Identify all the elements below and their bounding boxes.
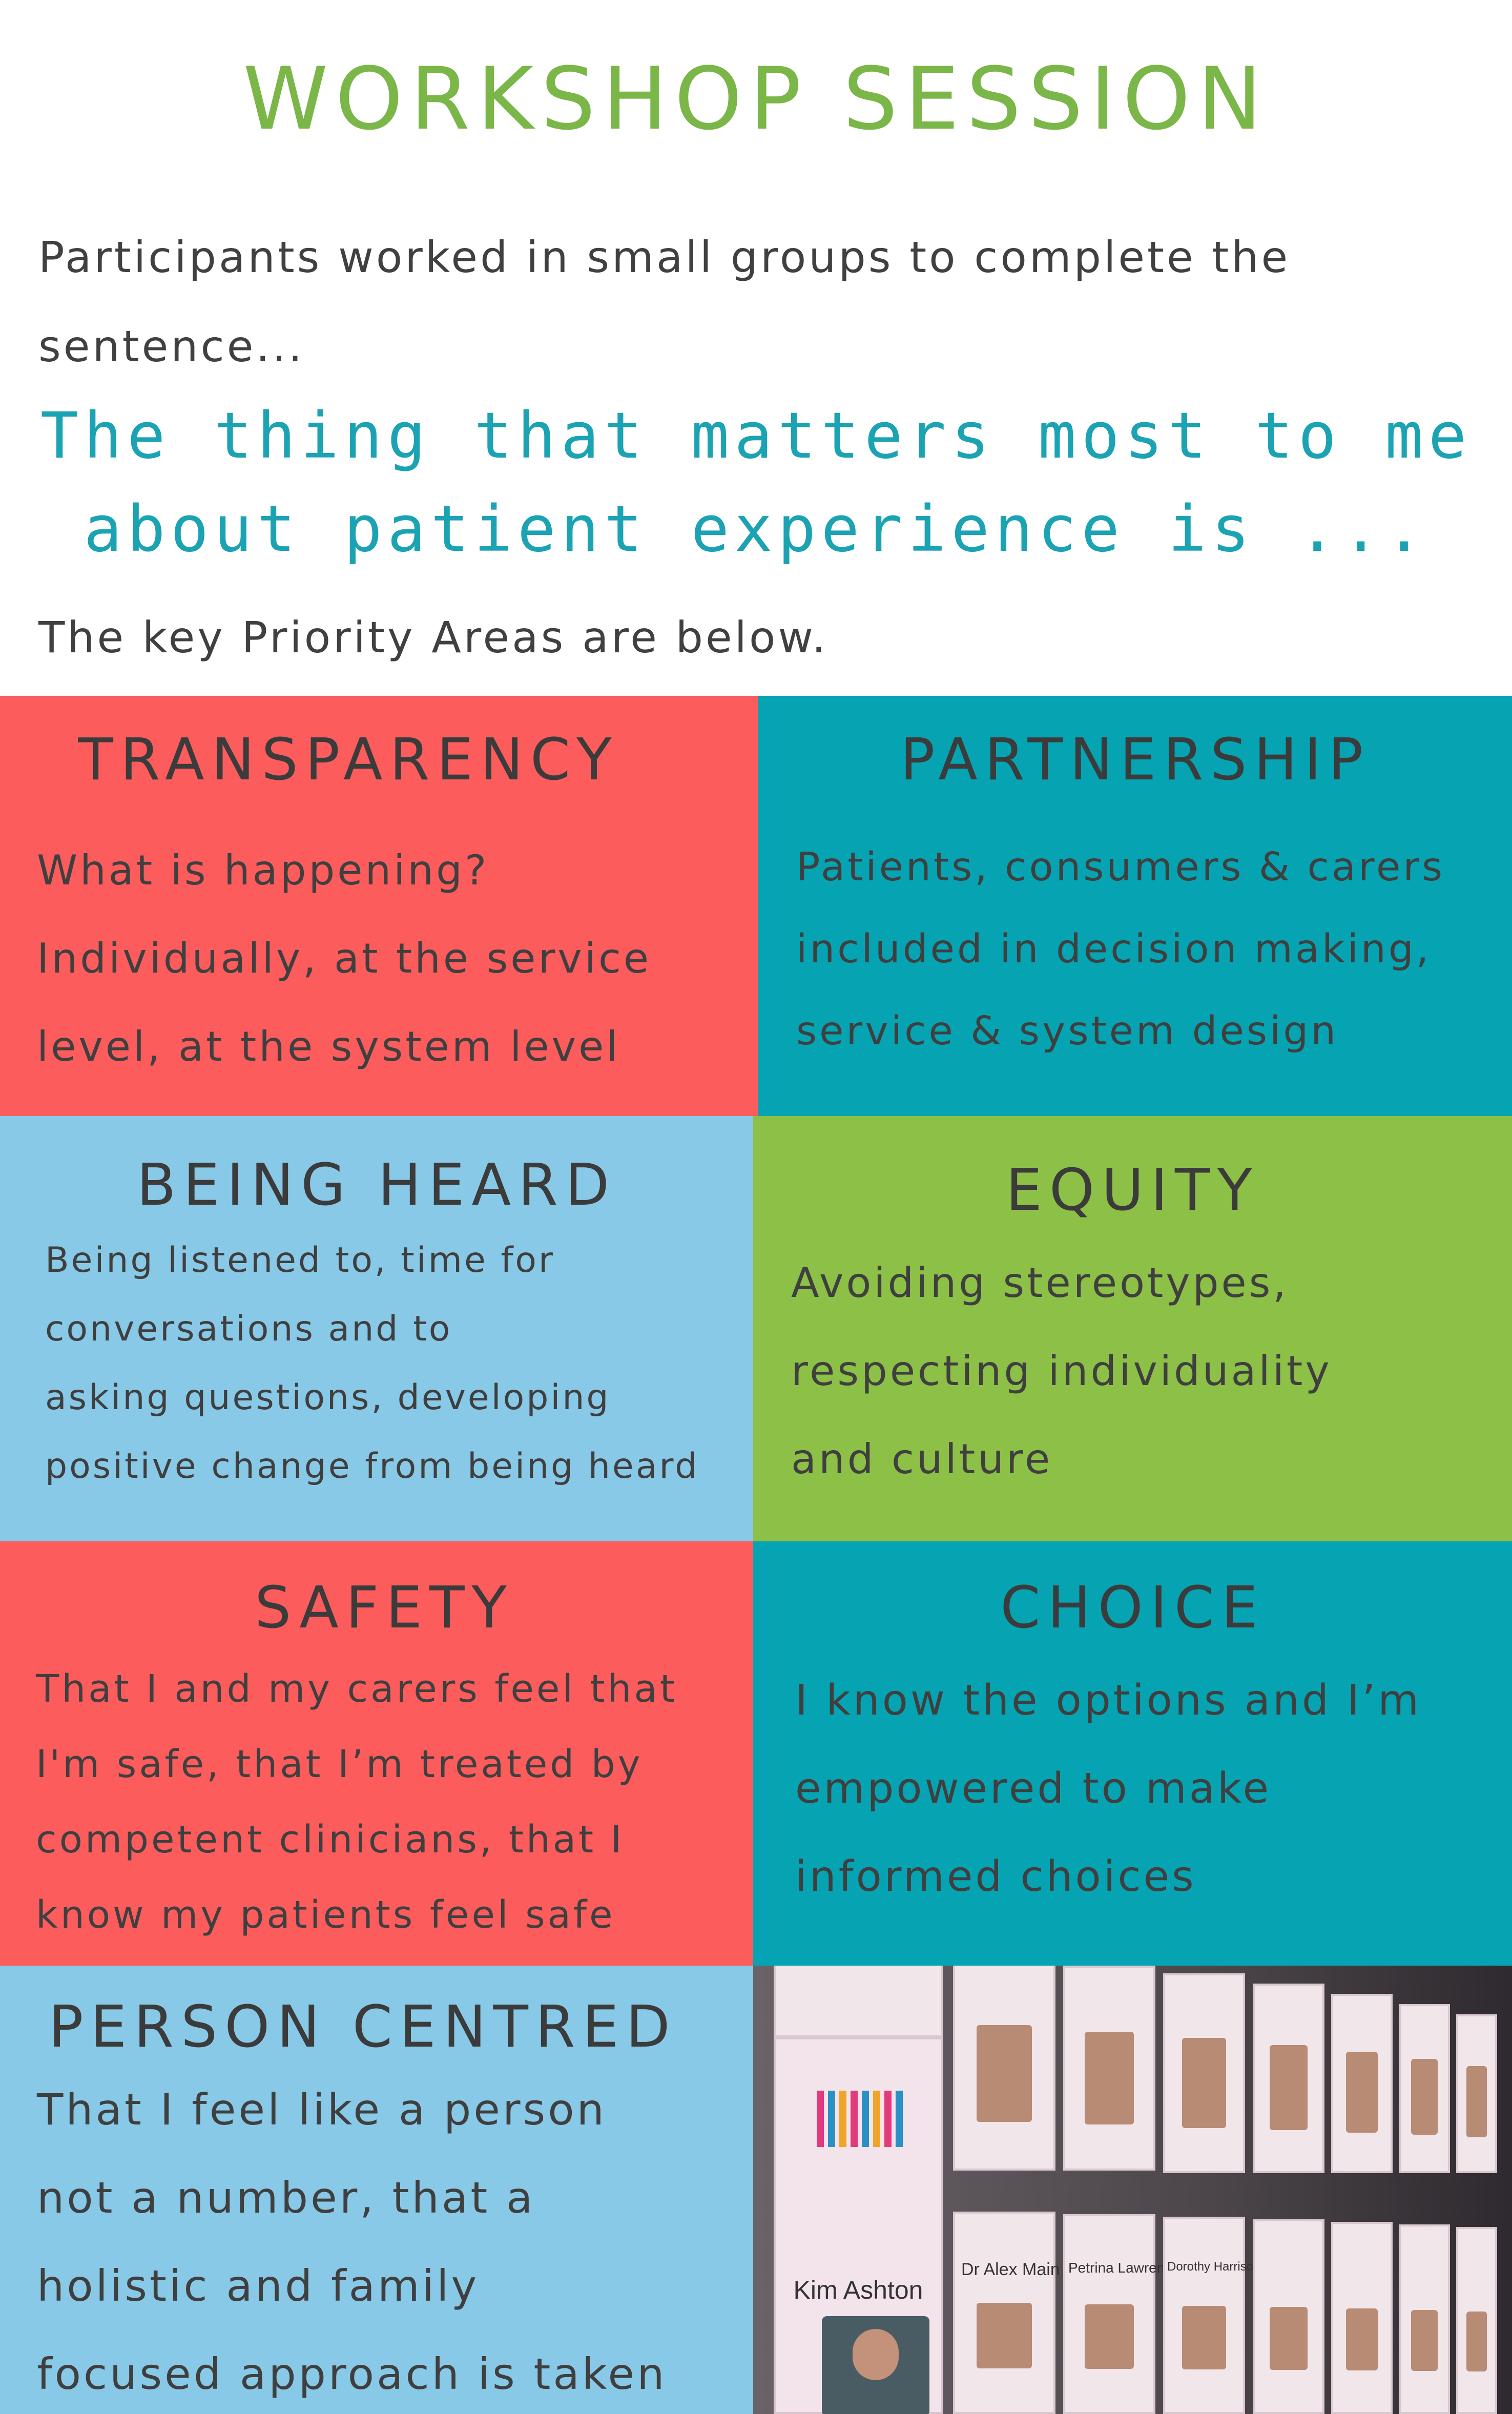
poster [1456,2014,1497,2173]
tile-title: TRANSPARENCY [78,727,619,793]
tile-line: positive change from being heard [45,1446,699,1487]
tile-line: Individually, at the service [37,935,652,982]
poster-name: Kim Ashton [793,2276,923,2304]
tile-line: service & system design [796,1008,1339,1054]
tile-line: respecting individuality [791,1347,1332,1395]
poster-name: Dorothy Harrison [1167,2260,1260,2274]
tile-title: CHOICE [1000,1575,1265,1641]
intro-text: Participants worked in small groups to c… [38,232,1291,372]
tile-safety: SAFETY That I and my carers feel that I'… [0,1541,753,1966]
tile-line: focused approach is taken [37,2349,667,2399]
tile-line: conversations and to [45,1309,452,1349]
tile-title: SAFETY [255,1575,514,1641]
tile-line: know my patients feel safe [36,1893,615,1937]
tile-line: That I and my carers feel that [36,1667,677,1711]
tile-text: That I and my carers feel that I'm safe,… [36,1652,733,1953]
tile-line: holistic and family [37,2261,480,2311]
tile-line: Being listened to, time for [45,1240,555,1281]
key-areas-line: The key Priority Areas are below. [38,612,829,663]
poster [1331,1994,1393,2173]
tile-text: Patients, consumers & carers included in… [796,827,1492,1072]
poster [1399,2004,1450,2173]
quote-line-1: The thing that matters most to me [40,399,1472,473]
tile-line: Patients, consumers & carers [796,844,1445,890]
tile-being-heard: BEING HEARD Being listened to, time for … [0,1116,753,1541]
poster: Petrina Lawrence [1063,2214,1180,2414]
tile-text: What is happening? Individually, at the … [37,827,738,1091]
poster [1253,2219,1324,2414]
prompt-quote: The thing that matters most to me about … [0,389,1512,576]
tile-equity: EQUITY Avoiding stereotypes, respecting … [753,1116,1512,1541]
poster-name: Dr Alex Main [961,2260,1060,2279]
tile-title: PERSON CENTRED [49,1994,677,2060]
portrait [822,2316,929,2414]
poster [1331,2222,1393,2414]
tile-text: Avoiding stereotypes, respecting individ… [791,1239,1492,1503]
tile-line: What is happening? [37,847,489,894]
poster [774,1966,943,2037]
council-logo [817,2091,904,2147]
poster [1163,1973,1245,2173]
tile-line: I'm safe, that I’m treated by [36,1742,643,1786]
poster [1399,2224,1450,2414]
tile-text: That I feel like a person not a number, … [37,2066,733,2414]
poster-wall-photo: Dr Alex Main Petrina Lawrence Dorothy Ha… [753,1966,1512,2414]
tile-title: EQUITY [1006,1157,1259,1224]
tile-line: That I feel like a person [37,2085,607,2135]
poster [1456,2227,1497,2414]
tile-choice: CHOICE I know the options and I’m empowe… [753,1541,1512,1966]
tile-line: asking questions, developing [45,1377,611,1418]
tile-text: I know the options and I’m empowered to … [795,1657,1492,1921]
tile-text: Being listened to, time for conversation… [45,1226,733,1501]
tile-line: I know the options and I’m [795,1676,1422,1725]
tile-line: and culture [791,1435,1053,1483]
page-title: WORKSHOP SESSION [243,49,1269,149]
tile-line: empowered to make [795,1764,1272,1813]
tile-transparency: TRANSPARENCY What is happening? Individu… [0,696,758,1116]
tile-person-centred: PERSON CENTRED That I feel like a person… [0,1966,753,2414]
tile-title: PARTNERSHIP [900,727,1371,793]
poster: Dr Alex Main [953,2212,1060,2414]
tile-line: competent clinicians, that I [36,1818,625,1862]
quote-line-2: about patient experience is ... [84,492,1428,566]
poster [953,1966,1055,2171]
tile-line: included in decision making, [796,926,1432,972]
poster: Dorothy Harrison [1163,2217,1260,2414]
tile-title: BEING HEARD [136,1152,617,1219]
tile-line: informed choices [795,1852,1196,1901]
poster-name: Petrina Lawrence [1068,2260,1180,2276]
tile-partnership: PARTNERSHIP Patients, consumers & carers… [758,696,1512,1116]
tile-line: not a number, that a [37,2173,535,2223]
poster [1253,1984,1324,2173]
tile-line: level, at the system level [37,1023,620,1070]
tile-line: Avoiding stereotypes, [791,1259,1289,1307]
poster [1063,1966,1155,2171]
poster-kim-ashton: Kim Ashton [774,2037,943,2414]
